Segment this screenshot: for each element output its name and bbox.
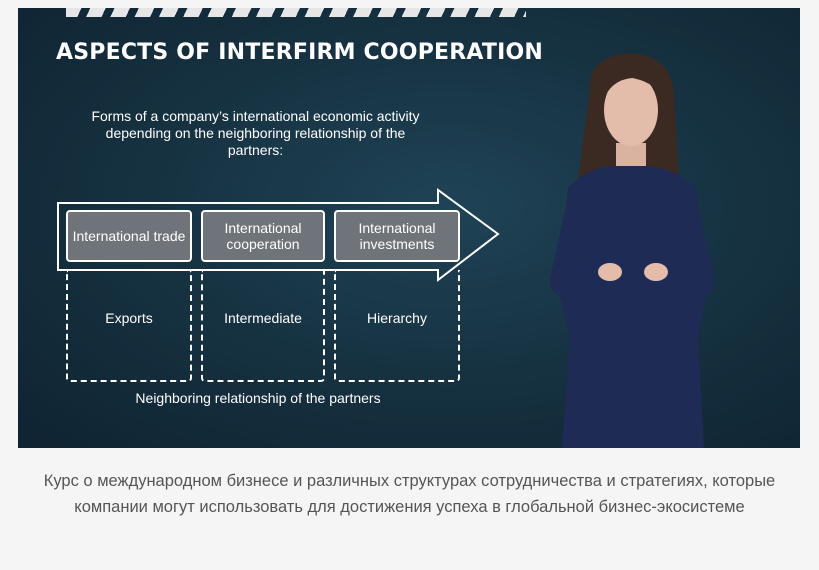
relationship-intermediate: Intermediate	[201, 270, 325, 382]
arrow-shape	[57, 188, 500, 283]
form-box-cooperation: International cooperation	[201, 210, 325, 262]
presenter-figure	[549, 53, 715, 448]
decorative-stripes	[66, 8, 526, 17]
relationship-label: Hierarchy	[367, 310, 427, 326]
bottom-axis-label: Neighboring relationship of the partners	[135, 390, 381, 406]
slide-subtitle: Forms of a company’s international econo…	[91, 108, 420, 158]
video-player[interactable]: ASPECTS OF INTERFIRM COOPERATION Forms o…	[18, 8, 800, 448]
relationship-label: Exports	[105, 310, 153, 326]
relationship-hierarchy: Hierarchy	[334, 270, 460, 382]
slide-title: ASPECTS OF INTERFIRM COOPERATION	[56, 40, 544, 65]
form-label: International investments	[358, 220, 436, 252]
form-label: International cooperation	[224, 220, 302, 252]
form-box-investments: International investments	[334, 210, 460, 262]
relationship-exports: Exports	[66, 270, 192, 382]
relationship-label: Intermediate	[224, 310, 302, 326]
video-caption: Курс о международном бизнесе и различных…	[43, 472, 776, 516]
form-label: International trade	[72, 228, 186, 244]
form-box-trade: International trade	[66, 210, 192, 262]
